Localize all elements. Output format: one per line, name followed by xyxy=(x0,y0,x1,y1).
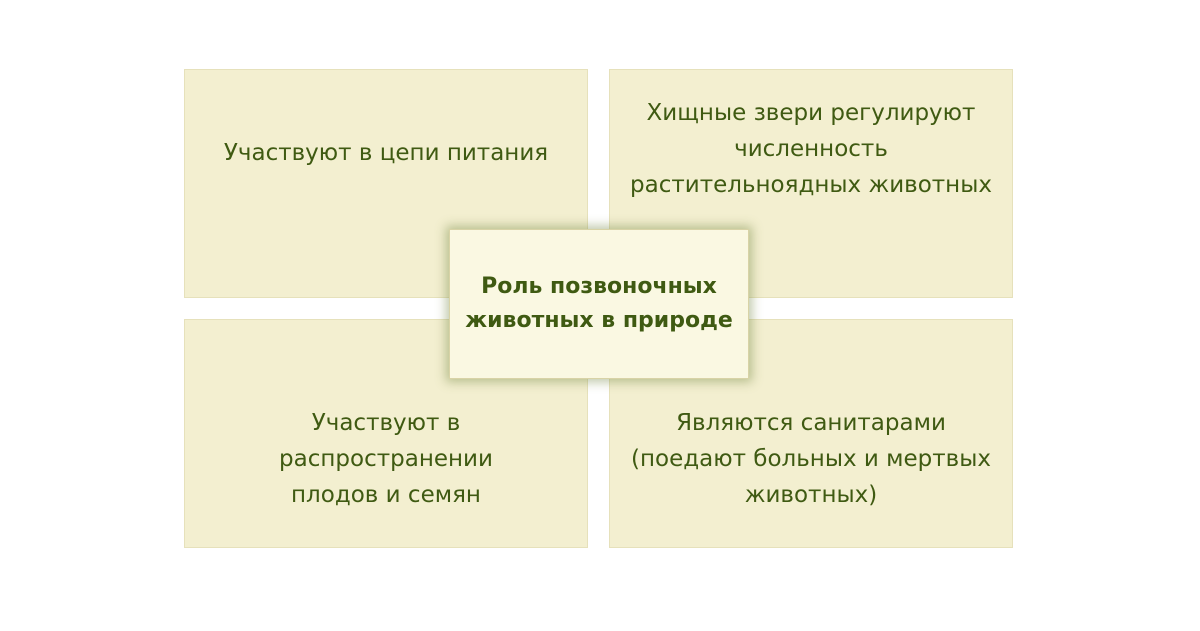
quadrant-text: Участвуют в цепи питания xyxy=(224,135,548,171)
text-line: Участвуют в цепи питания xyxy=(223,140,549,166)
quadrant-top-right: Хищные звери регулируют численность раст… xyxy=(609,69,1013,298)
quadrant-text: Хищные звери регулируют численность раст… xyxy=(630,95,992,203)
text-line: Роль позвоночных xyxy=(481,274,717,299)
text-line: Хищные звери регулируют xyxy=(646,100,976,126)
quadrant-top-left: Участвуют в цепи питания xyxy=(184,69,588,298)
quadrant-bottom-right: Являются санитарами (поедают больных и м… xyxy=(609,319,1013,548)
text-line: (поедают больных и мертвых xyxy=(630,446,991,472)
quadrant-text: Участвуют в распространении плодов и сем… xyxy=(279,405,493,513)
text-line: распространении xyxy=(279,446,493,472)
text-line: животных в природе xyxy=(465,308,733,333)
quadrant-text: Являются санитарами (поедают больных и м… xyxy=(631,405,991,513)
text-line: Являются санитарами xyxy=(676,410,946,436)
center-topic-text: Роль позвоночных животных в природе xyxy=(465,270,733,338)
text-line: плодов и семян xyxy=(291,482,481,508)
text-line: численность xyxy=(734,136,888,162)
text-line: Участвуют в xyxy=(311,410,461,436)
text-line: животных) xyxy=(744,482,878,508)
text-line: растительноядных животных xyxy=(630,172,992,198)
center-topic-box: Роль позвоночных животных в природе xyxy=(449,229,749,379)
